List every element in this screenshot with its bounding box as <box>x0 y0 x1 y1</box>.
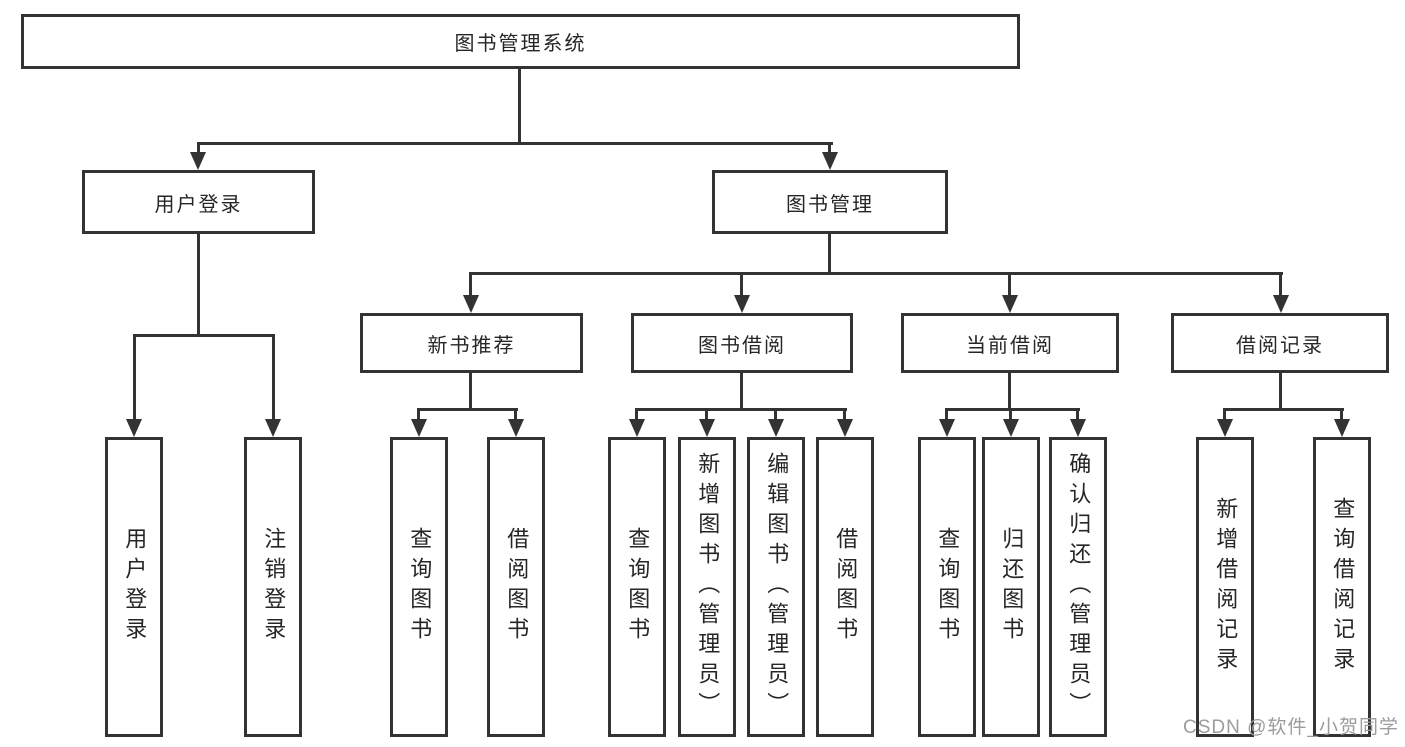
connector-line <box>469 272 472 295</box>
connector-line <box>740 373 743 411</box>
connector-line <box>740 272 743 295</box>
leaf-borrow-book-2: 借阅图书 <box>816 437 874 737</box>
node-book-borrowing: 图书借阅 <box>631 313 853 373</box>
leaf-borrow-book-2-label: 借阅图书 <box>833 527 859 647</box>
connector-line <box>1279 373 1282 411</box>
leaf-confirm-return-admin-label: 确认归还（管理员） <box>1066 452 1092 722</box>
leaf-query-book-2: 查询图书 <box>608 437 666 737</box>
node-book-borrowing-label: 图书借阅 <box>698 334 786 357</box>
node-book-management-label: 图书管理 <box>786 193 874 216</box>
node-user-login: 用户登录 <box>82 170 315 234</box>
leaf-user-login: 用户登录 <box>105 437 163 737</box>
arrow-down-icon <box>1273 295 1289 313</box>
node-borrow-records: 借阅记录 <box>1171 313 1389 373</box>
connector-line <box>1223 408 1226 421</box>
node-library-system-label: 图书管理系统 <box>454 33 587 55</box>
arrow-down-icon <box>629 419 645 437</box>
arrow-down-icon <box>768 419 784 437</box>
connector-line <box>1009 408 1012 421</box>
connector-line <box>843 408 846 421</box>
arrow-down-icon <box>508 419 524 437</box>
connector-line <box>133 334 275 337</box>
connector-line <box>197 142 833 145</box>
arrow-down-icon <box>734 295 750 313</box>
leaf-query-book-1-label: 查询图书 <box>407 527 433 647</box>
leaf-add-book-admin: 新增图书（管理员） <box>678 437 736 737</box>
arrow-down-icon <box>939 419 955 437</box>
arrow-down-icon <box>1003 419 1019 437</box>
arrow-down-icon <box>190 152 206 170</box>
connector-line <box>197 142 200 153</box>
connector-line <box>197 233 200 336</box>
leaf-return-book-label: 归还图书 <box>999 527 1025 647</box>
connector-line <box>1076 408 1079 421</box>
connector-line <box>1223 408 1344 411</box>
node-current-borrowing-label: 当前借阅 <box>966 334 1054 357</box>
arrow-down-icon <box>837 419 853 437</box>
arrow-down-icon <box>265 419 281 437</box>
node-user-login-label: 用户登录 <box>154 193 243 216</box>
leaf-query-borrow-record: 查询借阅记录 <box>1313 437 1371 737</box>
leaf-confirm-return-admin: 确认归还（管理员） <box>1049 437 1107 737</box>
leaf-edit-book-admin: 编辑图书（管理员） <box>747 437 805 737</box>
connector-line <box>469 373 472 411</box>
connector-line <box>828 234 831 275</box>
csdn-watermark: CSDN @软件_小贺同学 <box>1183 717 1399 738</box>
connector-line <box>774 408 777 421</box>
connector-line <box>417 408 518 411</box>
leaf-logout-login-label: 注销登录 <box>261 527 287 647</box>
leaf-borrow-book-1-label: 借阅图书 <box>504 527 530 647</box>
arrow-down-icon <box>1217 419 1233 437</box>
arrow-down-icon <box>822 152 838 170</box>
node-borrow-records-label: 借阅记录 <box>1236 334 1324 357</box>
node-new-book-recommend-label: 新书推荐 <box>427 334 516 357</box>
connector-line <box>1008 272 1011 295</box>
arrow-down-icon <box>411 419 427 437</box>
node-book-management: 图书管理 <box>712 170 948 234</box>
node-current-borrowing: 当前借阅 <box>901 313 1119 373</box>
connector-line <box>705 408 708 421</box>
leaf-query-borrow-record-label: 查询借阅记录 <box>1330 497 1356 677</box>
leaf-user-login-label: 用户登录 <box>122 527 148 647</box>
node-library-system: 图书管理系统 <box>21 14 1020 69</box>
arrow-down-icon <box>1334 419 1350 437</box>
connector-line <box>945 408 1080 411</box>
arrow-down-icon <box>463 295 479 313</box>
connector-line <box>1340 408 1343 421</box>
arrow-down-icon <box>1002 295 1018 313</box>
leaf-query-book-2-label: 查询图书 <box>625 527 651 647</box>
leaf-logout-login: 注销登录 <box>244 437 302 737</box>
connector-line <box>514 408 517 421</box>
arrow-down-icon <box>1070 419 1086 437</box>
leaf-add-borrow-record: 新增借阅记录 <box>1196 437 1254 737</box>
leaf-return-book: 归还图书 <box>982 437 1040 737</box>
connector-line <box>417 408 420 421</box>
leaf-add-borrow-record-label: 新增借阅记录 <box>1213 497 1239 677</box>
connector-line <box>828 142 831 153</box>
connector-line <box>635 408 847 411</box>
connector-line <box>272 334 275 419</box>
leaf-edit-book-admin-label: 编辑图书（管理员） <box>764 452 790 722</box>
connector-line <box>945 408 948 421</box>
connector-line <box>470 272 1283 275</box>
leaf-query-book-3: 查询图书 <box>918 437 976 737</box>
connector-line <box>1279 272 1282 295</box>
connector-line <box>635 408 638 421</box>
leaf-query-book-3-label: 查询图书 <box>935 527 961 647</box>
node-new-book-recommend: 新书推荐 <box>360 313 583 373</box>
connector-line <box>518 67 521 144</box>
arrow-down-icon <box>126 419 142 437</box>
arrow-down-icon <box>699 419 715 437</box>
connector-line <box>133 334 136 419</box>
leaf-borrow-book-1: 借阅图书 <box>487 437 545 737</box>
connector-line <box>1008 373 1011 411</box>
leaf-query-book-1: 查询图书 <box>390 437 448 737</box>
leaf-add-book-admin-label: 新增图书（管理员） <box>695 452 721 722</box>
